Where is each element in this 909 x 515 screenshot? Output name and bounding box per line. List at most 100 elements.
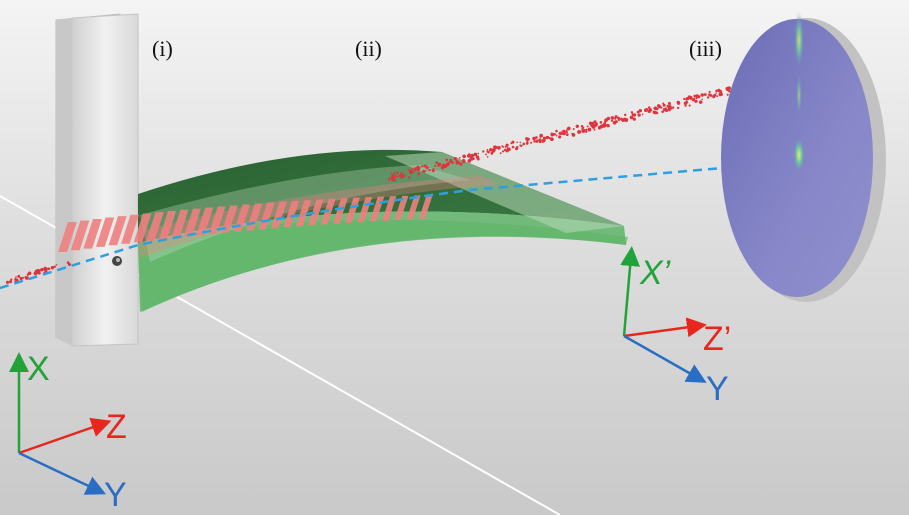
particle [708, 93, 711, 97]
cell-pad [171, 209, 189, 238]
particle [623, 113, 627, 117]
screen-trace-mid [796, 73, 802, 117]
particle [685, 98, 688, 101]
particle [542, 138, 546, 143]
substrate-top-face [138, 149, 624, 243]
axis-left-y-arrow [18, 451, 107, 495]
particle [706, 96, 710, 99]
particle [9, 280, 13, 284]
particle [617, 116, 620, 120]
particle [598, 126, 601, 130]
particle [728, 89, 731, 93]
cell-pad [70, 220, 90, 251]
particle [572, 127, 575, 130]
particle [637, 113, 641, 117]
particle [390, 172, 393, 175]
particle [482, 150, 485, 153]
particle [561, 130, 564, 132]
particle [720, 93, 724, 96]
particle [700, 93, 704, 97]
particle [656, 104, 661, 108]
particle [417, 172, 420, 176]
particle [47, 267, 51, 271]
particle [698, 100, 703, 104]
particle [668, 103, 671, 106]
particle [505, 143, 509, 147]
cell-pad [158, 210, 177, 240]
particle [423, 164, 427, 168]
particle [10, 278, 13, 281]
particle [459, 162, 463, 166]
particle [688, 104, 691, 107]
cell-pad [394, 195, 409, 221]
axes-left [9, 352, 112, 495]
particle [5, 280, 10, 284]
particle [594, 122, 598, 126]
particle [535, 139, 539, 143]
particle [490, 152, 494, 155]
particle [614, 115, 618, 119]
particle [622, 117, 627, 122]
particle [593, 120, 597, 124]
axis-right-z-label: Z’ [703, 320, 732, 358]
particle [604, 119, 607, 122]
particle [559, 133, 561, 135]
particle [473, 152, 478, 157]
cell-pad [58, 222, 77, 252]
cell-pad [95, 217, 115, 247]
particle [437, 164, 440, 167]
particle [677, 106, 680, 110]
particle [687, 95, 692, 99]
particle [643, 108, 648, 112]
particle [463, 159, 466, 162]
particle [660, 106, 663, 109]
curved-substrate [58, 149, 628, 312]
particle [486, 148, 489, 151]
detector-screen [721, 12, 886, 302]
particle [25, 276, 29, 280]
particle [695, 94, 699, 98]
panel-label-ii: (ii) [355, 36, 382, 61]
particle [455, 162, 458, 165]
particle [425, 166, 429, 170]
particle [389, 176, 391, 179]
slit-front-plate [71, 13, 139, 347]
axis-right-y-arrow [623, 334, 707, 383]
particle [694, 99, 698, 103]
particle [566, 130, 568, 133]
particle [638, 108, 643, 113]
particle [545, 135, 549, 140]
particle [467, 158, 472, 163]
particle [617, 118, 621, 122]
particle [17, 274, 21, 278]
particle [485, 153, 487, 156]
cell-pad [283, 201, 300, 228]
particle [486, 150, 489, 153]
axis-left-y-label: Y [104, 476, 127, 514]
particle [655, 107, 659, 111]
particle [599, 121, 603, 124]
particle [403, 174, 406, 177]
particle [575, 124, 579, 128]
particle [505, 149, 509, 153]
cell-pad-strip [138, 176, 500, 258]
particle [602, 125, 606, 128]
particle [535, 136, 538, 139]
particle [470, 153, 475, 158]
particle [593, 128, 596, 131]
particle [672, 106, 675, 109]
particle [462, 154, 466, 159]
particle [400, 172, 404, 176]
particle [606, 123, 610, 128]
particle [19, 276, 23, 281]
cell-pad-array [58, 176, 500, 258]
particle [632, 117, 636, 121]
particle [664, 107, 667, 110]
particle [455, 159, 459, 163]
particle [491, 149, 496, 153]
particle [448, 161, 451, 164]
particle [684, 104, 687, 107]
particle [499, 152, 502, 155]
